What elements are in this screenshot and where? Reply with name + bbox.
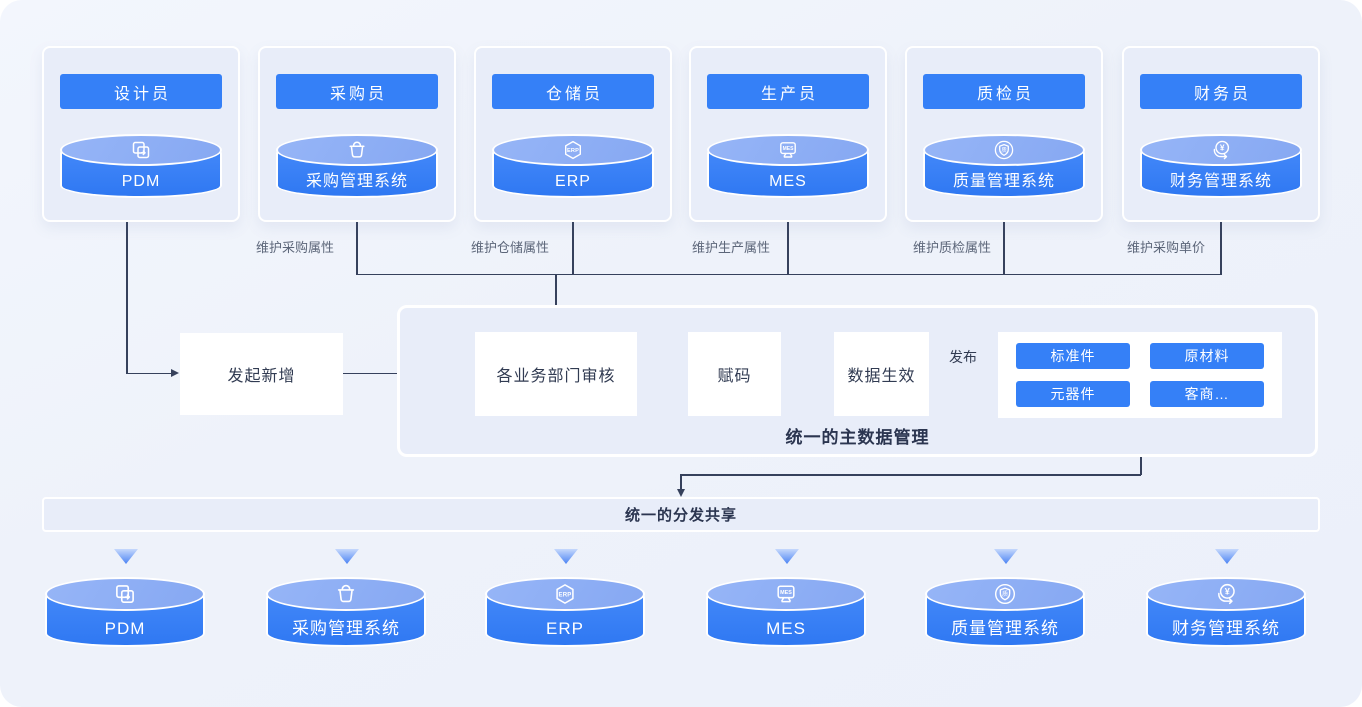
system-label: 采购管理系统 [292, 619, 400, 638]
cylinder-top [492, 134, 654, 166]
quality-shield-icon [994, 140, 1014, 160]
down-triangle-icon [775, 549, 799, 564]
system-cylinder-mes: MES [707, 134, 869, 198]
system-cylinder-finance: 财务管理系统 [1140, 134, 1302, 198]
maintain-label-purchase-price: 维护采购单价 [1126, 240, 1205, 255]
chip-standard-parts: 标准件 [1016, 343, 1130, 369]
system-label: MES [769, 173, 807, 190]
basket-icon [337, 584, 355, 603]
system-label: MES [766, 619, 806, 638]
role-badge-purchaser: 采购员 [276, 74, 438, 109]
system-label: 质量管理系统 [952, 173, 1055, 190]
basket-icon [349, 141, 365, 158]
card-producer: 生产员 MES [689, 46, 887, 222]
system-label: ERP [555, 173, 591, 190]
card-quality-inspector: 质检员 质量管理系统 [905, 46, 1103, 222]
down-triangle-icon [335, 549, 359, 564]
cylinder-top [45, 577, 205, 611]
erp-badge-icon [565, 140, 581, 160]
card-finance: 财务员 财务管理系统 [1122, 46, 1320, 222]
connector-card3-down [572, 222, 574, 275]
role-badge-warehouse: 仓储员 [492, 74, 654, 109]
bottom-system-purchase: 采购管理系统 [266, 577, 426, 647]
system-label: PDM [121, 173, 161, 190]
erp-badge-icon [556, 584, 574, 604]
connector-card2-down [356, 222, 358, 275]
connector-share-drop [680, 474, 682, 489]
role-badge-quality: 质检员 [923, 74, 1085, 109]
flow-step-review: 各业务部门审核 [475, 332, 637, 416]
connector-card4-down [787, 222, 789, 275]
mes-monitor-icon [777, 585, 795, 603]
maintain-label-quality-attr: 维护质检属性 [912, 240, 991, 255]
chip-raw-materials: 原材料 [1150, 343, 1264, 369]
connector-share-horizontal [680, 474, 1142, 476]
system-cylinder-purchase: 采购管理系统 [276, 134, 438, 198]
finance-yuan-icon [1218, 583, 1235, 605]
system-cylinder-pdm: PDM [60, 134, 222, 198]
finance-yuan-icon [1213, 140, 1230, 160]
bottom-system-quality: 质量管理系统 [925, 577, 1085, 647]
system-cylinder-erp: ERP [492, 134, 654, 198]
system-label: ERP [546, 619, 584, 638]
maintain-label-purchase-attr: 维护采购属性 [255, 240, 334, 255]
role-badge-producer: 生产员 [707, 74, 869, 109]
chip-components: 元器件 [1016, 381, 1130, 407]
system-label: PDM [104, 619, 146, 638]
copy-icon [132, 141, 150, 159]
role-badge-finance: 财务员 [1140, 74, 1302, 109]
card-designer: 设计员 PDM [42, 46, 240, 222]
quality-shield-icon [994, 583, 1016, 605]
connector-card5-down [1003, 222, 1005, 275]
connector-pdm-down [126, 222, 128, 373]
maintain-label-warehouse-attr: 维护仓储属性 [470, 240, 549, 255]
bottom-system-finance: 财务管理系统 [1146, 577, 1306, 647]
master-data-title: 统一的主数据管理 [785, 428, 930, 447]
cylinder-top [925, 577, 1085, 611]
down-triangle-icon [114, 549, 138, 564]
connector-bus [356, 273, 1222, 275]
down-triangle-icon [994, 549, 1018, 564]
cylinder-top [923, 134, 1085, 166]
data-category-panel: 标准件 原材料 元器件 客商… [998, 332, 1282, 418]
system-label: 财务管理系统 [1172, 619, 1280, 638]
connector-pdm-right [126, 372, 171, 374]
cylinder-top [276, 134, 438, 166]
arrowhead-into-share-bar [676, 488, 685, 497]
mes-monitor-icon [780, 142, 796, 158]
system-label: 质量管理系统 [951, 619, 1059, 638]
cylinder-top [706, 577, 866, 611]
connector-bus-drop [555, 273, 557, 324]
card-purchaser: 采购员 采购管理系统 [258, 46, 456, 222]
bottom-system-pdm: PDM [45, 577, 205, 647]
bottom-system-mes: MES [706, 577, 866, 647]
publish-label: 发布 [949, 349, 977, 365]
flow-step-assign-code: 赋码 [688, 332, 781, 416]
card-warehouse: 仓储员 ERP [474, 46, 672, 222]
cylinder-top [1140, 134, 1302, 166]
cylinder-top [707, 134, 869, 166]
connector-card6-down [1220, 222, 1222, 275]
arrowhead-into-initiate [171, 368, 179, 377]
flow-step-data-effective: 数据生效 [834, 332, 929, 416]
system-label: 财务管理系统 [1169, 173, 1272, 190]
share-bar: 统一的分发共享 [42, 497, 1320, 532]
flow-step-initiate: 发起新增 [180, 333, 343, 415]
bottom-system-erp: ERP [485, 577, 645, 647]
down-triangle-icon [554, 549, 578, 564]
down-triangle-icon [1215, 549, 1239, 564]
copy-icon [116, 585, 134, 603]
cylinder-top [1146, 577, 1306, 611]
system-cylinder-quality: 质量管理系统 [923, 134, 1085, 198]
system-label: 采购管理系统 [305, 173, 408, 190]
cylinder-top [60, 134, 222, 166]
cylinder-top [485, 577, 645, 611]
chip-customers: 客商… [1150, 381, 1264, 407]
role-badge-designer: 设计员 [60, 74, 222, 109]
cylinder-top [266, 577, 426, 611]
maintain-label-production-attr: 维护生产属性 [691, 240, 770, 255]
